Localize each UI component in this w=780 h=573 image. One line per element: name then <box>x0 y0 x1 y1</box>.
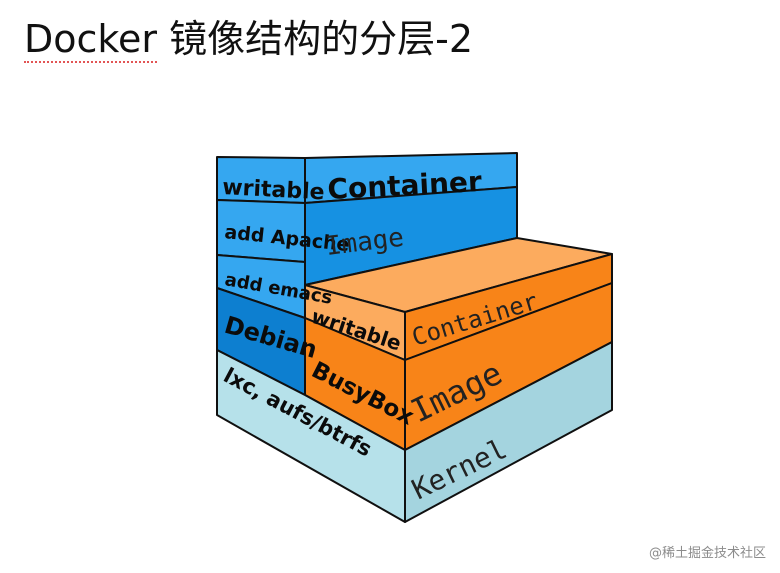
title-cjk: 镜像结构的分层-2 <box>169 17 474 61</box>
title-latin: Docker <box>24 17 158 63</box>
base-front-kernel-face <box>404 341 613 523</box>
watermark: @稀土掘金技术社区 <box>648 546 766 561</box>
slide-title: Docker 镜像结构的分层-2 <box>24 8 473 63</box>
label-left-writable: writable <box>222 175 325 205</box>
label-left-container: Container <box>327 165 483 206</box>
